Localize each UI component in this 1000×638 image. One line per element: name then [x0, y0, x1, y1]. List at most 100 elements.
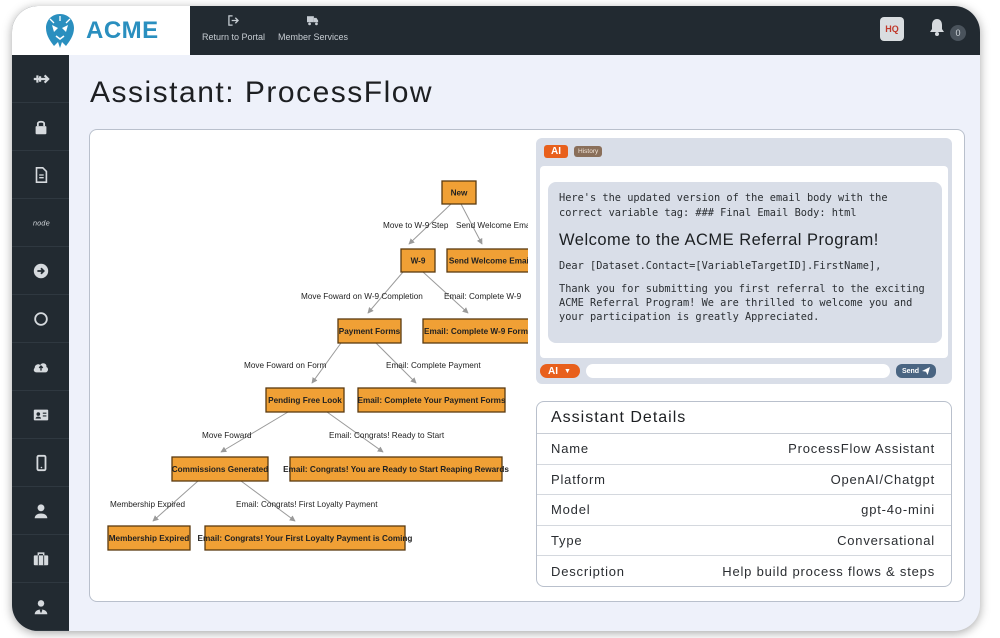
sidebar-item-cloud-upload[interactable] [12, 343, 69, 391]
user-icon [34, 503, 47, 518]
chat-header: AI History [544, 145, 603, 158]
detail-value: gpt-4o-mini [861, 502, 935, 518]
node-email-w9-label: Email: Complete W-9 Form [424, 327, 528, 336]
node-new-label: New [451, 189, 468, 198]
edge-label-move-forward-w9: Move Foward on W-9 Completion [301, 292, 423, 301]
sidebar: node [12, 55, 69, 631]
notification-badge: 0 [950, 25, 966, 41]
edge-new-w9 [408, 203, 452, 245]
edge-label-move-forward-form: Move Foward on Form [244, 361, 327, 370]
node-icon: node [32, 219, 49, 227]
process-flow-diagram: Move to W-9 Step Send Welcome Email Move… [107, 180, 528, 551]
chat-input[interactable] [586, 364, 890, 378]
message-headline: Welcome to the ACME Referral Program! [559, 231, 879, 249]
sign-out-icon [228, 15, 240, 29]
node-new[interactable]: New [441, 180, 477, 205]
node-w9-label: W-9 [411, 257, 426, 266]
edge-w9-payment [367, 271, 404, 314]
member-services-label: Member Services [278, 32, 349, 42]
node-commissions-generated[interactable]: Commissions Generated [171, 456, 269, 482]
id-card-icon [33, 409, 48, 420]
hq-button[interactable]: HQ [880, 17, 904, 41]
member-services-link[interactable]: Member Services [278, 15, 348, 42]
sidebar-item-circle[interactable] [12, 295, 69, 343]
assistant-details-panel: Assistant Details Name ProcessFlow Assis… [536, 401, 952, 587]
edge-payment-email [375, 342, 417, 384]
node-commissions-label: Commissions Generated [172, 465, 268, 474]
detail-label: Model [551, 502, 591, 518]
chat-messages[interactable]: Here's the updated version of the email … [540, 166, 948, 358]
node-membership-expired[interactable]: Membership Expired [107, 525, 191, 551]
node-pending-free-look[interactable]: Pending Free Look [265, 387, 345, 413]
ai-select-label: AI [548, 365, 558, 377]
detail-value: OpenAI/Chatgpt [830, 471, 935, 487]
history-tab[interactable]: History [574, 146, 603, 157]
node-email-w9-form[interactable]: Email: Complete W-9 Form [422, 318, 528, 344]
node-send-welcome-email[interactable]: Send Welcome Email [446, 248, 528, 273]
app-window: ACME Return to Portal Member Services HQ… [12, 6, 980, 631]
message-body: Thank you for submitting you first refer… [559, 283, 925, 323]
edge-w9-email [422, 271, 469, 314]
assistant-card: Move to W-9 Step Send Welcome Email Move… [89, 129, 965, 602]
node-email-congrats-ready[interactable]: Email: Congrats! You are Ready to Start … [283, 456, 509, 482]
edge-label-send-welcome: Send Welcome Email [456, 221, 528, 230]
sidebar-item-plane[interactable] [12, 55, 69, 103]
edge-label-move-forward: Move Foward [202, 431, 252, 440]
node-email-payment-forms[interactable]: Email: Complete Your Payment Forms [357, 387, 506, 413]
sidebar-item-mobile[interactable] [12, 439, 69, 487]
edge-commissions-expired [152, 480, 199, 522]
plane-icon [33, 74, 50, 83]
ai-model-select[interactable]: AI ▼ [540, 364, 580, 378]
send-button[interactable]: Send [896, 364, 936, 378]
sidebar-item-id-card[interactable] [12, 391, 69, 439]
sidebar-item-document[interactable] [12, 151, 69, 199]
node-payment-forms-label: Payment Forms [339, 327, 401, 336]
truck-icon [307, 15, 319, 29]
sidebar-item-user[interactable] [12, 487, 69, 535]
detail-row-type: Type Conversational [537, 526, 951, 556]
detail-value: ProcessFlow Assistant [788, 441, 935, 457]
node-email-loyalty-payment[interactable]: Email: Congrats! Your First Loyalty Paym… [198, 525, 413, 551]
mobile-icon [36, 454, 46, 471]
lion-logo-icon [46, 13, 74, 48]
brand-logo[interactable]: ACME [12, 6, 190, 55]
sidebar-item-briefcase[interactable] [12, 535, 69, 583]
detail-row-name: Name ProcessFlow Assistant [537, 434, 951, 465]
node-email-loyalty-label: Email: Congrats! Your First Loyalty Paym… [198, 534, 413, 543]
node-email-congrats-label: Email: Congrats! You are Ready to Start … [283, 465, 509, 474]
cloud-upload-icon [33, 362, 48, 372]
node-pending-label: Pending Free Look [268, 396, 342, 405]
message-greeting: Dear [Dataset.Contact=[VariableTargetID]… [559, 260, 882, 272]
send-label: Send [901, 367, 920, 375]
edge-pending-congrats [326, 411, 384, 453]
detail-value: Help build process flows & steps [722, 563, 935, 579]
return-to-portal-link[interactable]: Return to Portal [202, 15, 265, 42]
node-payment-forms[interactable]: Payment Forms [337, 318, 402, 344]
page-title: Assistant: ProcessFlow [90, 76, 434, 109]
bell-icon[interactable] [927, 17, 947, 37]
sidebar-item-user-tie[interactable] [12, 583, 69, 631]
sidebar-item-lock[interactable] [12, 103, 69, 151]
edge-commissions-loyalty [240, 480, 296, 522]
detail-row-model: Model gpt-4o-mini [537, 495, 951, 526]
detail-label: Platform [551, 471, 606, 487]
chat-input-row: AI ▼ Send [540, 364, 948, 380]
edge-label-email-first-loyalty: Email: Congrats! First Loyalty Payment [236, 500, 378, 509]
arrow-right-circle-icon [33, 263, 48, 278]
node-email-payment-label: Email: Complete Your Payment Forms [357, 396, 505, 405]
ai-tab[interactable]: AI [544, 145, 568, 158]
edge-label-membership-expired: Membership Expired [110, 500, 186, 509]
edge-pending-commissions [220, 411, 289, 453]
sidebar-item-node[interactable]: node [12, 199, 69, 247]
edge-new-welcome [460, 203, 483, 245]
node-w9[interactable]: W-9 [400, 248, 436, 273]
document-icon [35, 166, 47, 183]
user-tie-icon [34, 599, 47, 614]
detail-label: Type [551, 532, 583, 548]
sidebar-item-arrow[interactable] [12, 247, 69, 295]
chat-panel: AI History Here's the updated version of… [536, 138, 952, 384]
lock-icon [35, 120, 46, 134]
edge-label-move-w9: Move to W-9 Step [383, 221, 449, 230]
node-membership-expired-label: Membership Expired [109, 534, 190, 543]
detail-row-platform: Platform OpenAI/Chatgpt [537, 465, 951, 495]
